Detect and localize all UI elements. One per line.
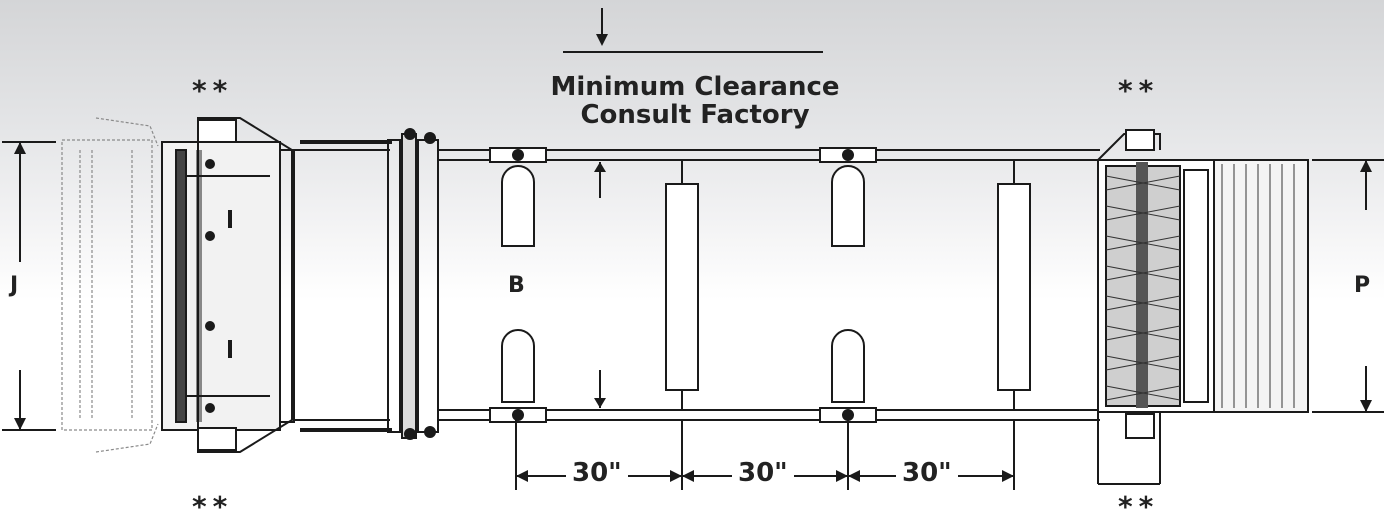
clearance-line2: Consult Factory (580, 100, 810, 130)
left-end-ghost (61, 117, 159, 453)
left-drive-head (161, 117, 295, 453)
spacing-label-2: 30" (732, 458, 794, 488)
spacing-label-3: 30" (896, 458, 958, 488)
stars-top-right: ** (1118, 74, 1160, 107)
clearance-arrowhead (596, 34, 608, 46)
clearance-note: Minimum Clearance Consult Factory (545, 73, 845, 129)
right-tail-hatching (1105, 164, 1295, 408)
dim-b-label: B (508, 273, 525, 298)
stars-bottom-right: ** (1118, 490, 1160, 523)
dim-j-label: J (10, 273, 19, 298)
clearance-line1: Minimum Clearance (550, 72, 840, 102)
dim-p-arrows (1312, 159, 1384, 413)
spacing-label-1: 30" (566, 458, 628, 488)
return-idlers (489, 147, 877, 423)
dim-p-label: P (1354, 273, 1371, 298)
stars-top-left: ** (192, 74, 234, 107)
stars-bottom-left: ** (192, 490, 234, 523)
main-frame (438, 149, 1100, 421)
dim-j-arrows (2, 141, 56, 431)
transition-section (294, 128, 439, 440)
right-tail (1097, 129, 1309, 485)
dim-b-arrows (594, 162, 606, 408)
carrying-idlers (665, 160, 1031, 410)
